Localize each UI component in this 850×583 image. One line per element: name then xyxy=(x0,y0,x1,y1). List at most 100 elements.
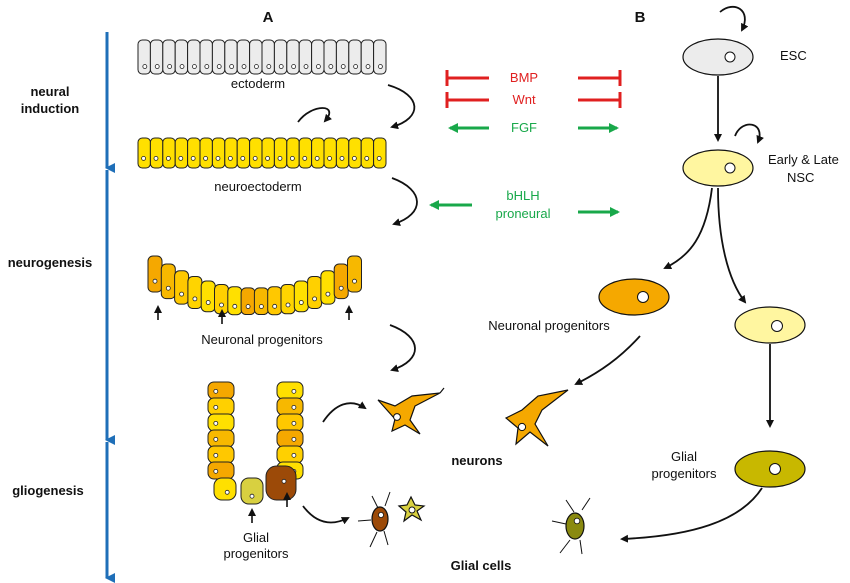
epithelial-cell xyxy=(360,137,375,169)
epithelial-cell xyxy=(307,275,323,309)
nucleus xyxy=(152,278,158,284)
glial-progenitors-label-a-line2: progenitors xyxy=(223,546,289,561)
stage-label-neural: neural xyxy=(30,84,69,99)
nucleus xyxy=(265,155,270,161)
epithelial-cell xyxy=(137,39,151,75)
nucleus xyxy=(376,155,382,161)
inhibit-line-bmp-left xyxy=(445,70,489,86)
nucleus xyxy=(213,436,219,442)
nucleus xyxy=(272,303,278,309)
glial-cell-star xyxy=(397,495,426,523)
nucleus xyxy=(302,155,308,161)
epithelial-cell xyxy=(261,39,275,75)
panel-label-a: A xyxy=(263,9,274,26)
epithelial-cell xyxy=(276,445,304,464)
nucleus xyxy=(289,155,295,161)
epithelial-cell xyxy=(240,287,256,316)
nucleus xyxy=(245,304,251,309)
glial-cell-brown xyxy=(357,491,391,548)
nucleus xyxy=(216,64,222,69)
curved-arrow xyxy=(302,505,350,525)
epithelial-cell xyxy=(373,39,387,75)
epithelial-cell xyxy=(286,39,300,75)
epithelial-cell xyxy=(149,39,164,75)
nucleus xyxy=(254,64,259,69)
nucleus xyxy=(240,155,246,161)
stage-label-gliogenesis: gliogenesis xyxy=(12,483,84,498)
epithelial-cell xyxy=(213,477,237,501)
nucleus xyxy=(241,64,247,69)
epithelial-cell xyxy=(323,137,337,169)
stage-label-neurogenesis: neurogenesis xyxy=(8,255,93,270)
nucleus xyxy=(285,302,291,308)
glial-cell-b xyxy=(551,497,591,555)
nucleus xyxy=(213,404,219,410)
nucleus xyxy=(213,388,219,394)
nucleus xyxy=(141,155,146,161)
nucleus xyxy=(378,64,383,69)
epithelial-cell xyxy=(147,255,163,293)
nucleus xyxy=(178,155,184,161)
esc-cell xyxy=(682,38,754,76)
nucleus xyxy=(192,64,197,69)
arrow-to-glial-cell-b xyxy=(620,487,763,543)
inhibit-line-wnt-right xyxy=(578,92,622,108)
stage-label-induction: induction xyxy=(21,101,80,116)
nucleus xyxy=(316,64,321,69)
nucleus xyxy=(338,285,344,291)
nucleus xyxy=(266,64,272,69)
nucleus xyxy=(213,420,219,426)
signal-fgf: FGF xyxy=(511,120,537,135)
epithelial-cell xyxy=(214,283,229,315)
nucleus xyxy=(278,64,284,69)
nucleus xyxy=(327,155,332,161)
nucleus xyxy=(291,404,297,410)
epithelial-cell xyxy=(174,137,189,169)
epithelial-cell xyxy=(211,137,226,169)
curved-arrow xyxy=(391,177,418,226)
self-renew-arrow-esc xyxy=(719,6,749,32)
nucleus xyxy=(291,388,297,394)
epithelial-cell xyxy=(335,39,350,75)
epithelial-cell xyxy=(227,286,243,316)
nucleus xyxy=(153,155,159,161)
epithelial-cell xyxy=(207,381,235,400)
neural-plate-epithelium xyxy=(147,255,362,316)
epithelial-cell xyxy=(162,137,176,169)
epithelial-cell xyxy=(348,39,362,75)
neurons-label: neurons xyxy=(451,453,502,468)
epithelial-cell xyxy=(293,280,309,313)
nucleus xyxy=(303,64,309,69)
nucleus xyxy=(229,64,235,69)
arrow-nsc-to-neuronal xyxy=(663,187,713,270)
esc-label: ESC xyxy=(780,48,807,63)
glial-progenitors-label-b-line2: progenitors xyxy=(651,466,717,481)
epithelial-cell xyxy=(240,477,264,505)
inhibit-line-bmp-right xyxy=(578,70,622,86)
nucleus xyxy=(298,300,304,305)
nucleus xyxy=(277,155,283,161)
nucleus xyxy=(352,278,357,284)
nucleus xyxy=(258,304,264,309)
nucleus xyxy=(232,303,238,309)
nucleus xyxy=(165,155,171,161)
nucleus xyxy=(281,478,287,484)
epithelial-cell xyxy=(286,137,300,169)
epithelial-cell xyxy=(276,397,304,416)
epithelial-cell xyxy=(236,39,251,75)
epithelial-cell xyxy=(199,39,213,75)
nucleus xyxy=(167,64,173,69)
nucleus xyxy=(219,302,224,308)
nucleus xyxy=(364,155,370,161)
nucleus xyxy=(314,155,320,161)
nucleus xyxy=(165,285,171,291)
epithelial-cell xyxy=(360,39,375,75)
neuronal-progenitors-label-b: Neuronal progenitors xyxy=(488,318,610,333)
glial-progenitors-label-a-line1: Glial xyxy=(243,530,269,545)
epithelial-cell xyxy=(174,39,189,75)
epithelial-cell xyxy=(276,429,304,448)
signal-proneural: proneural xyxy=(496,206,551,221)
epithelial-cell xyxy=(187,275,203,309)
